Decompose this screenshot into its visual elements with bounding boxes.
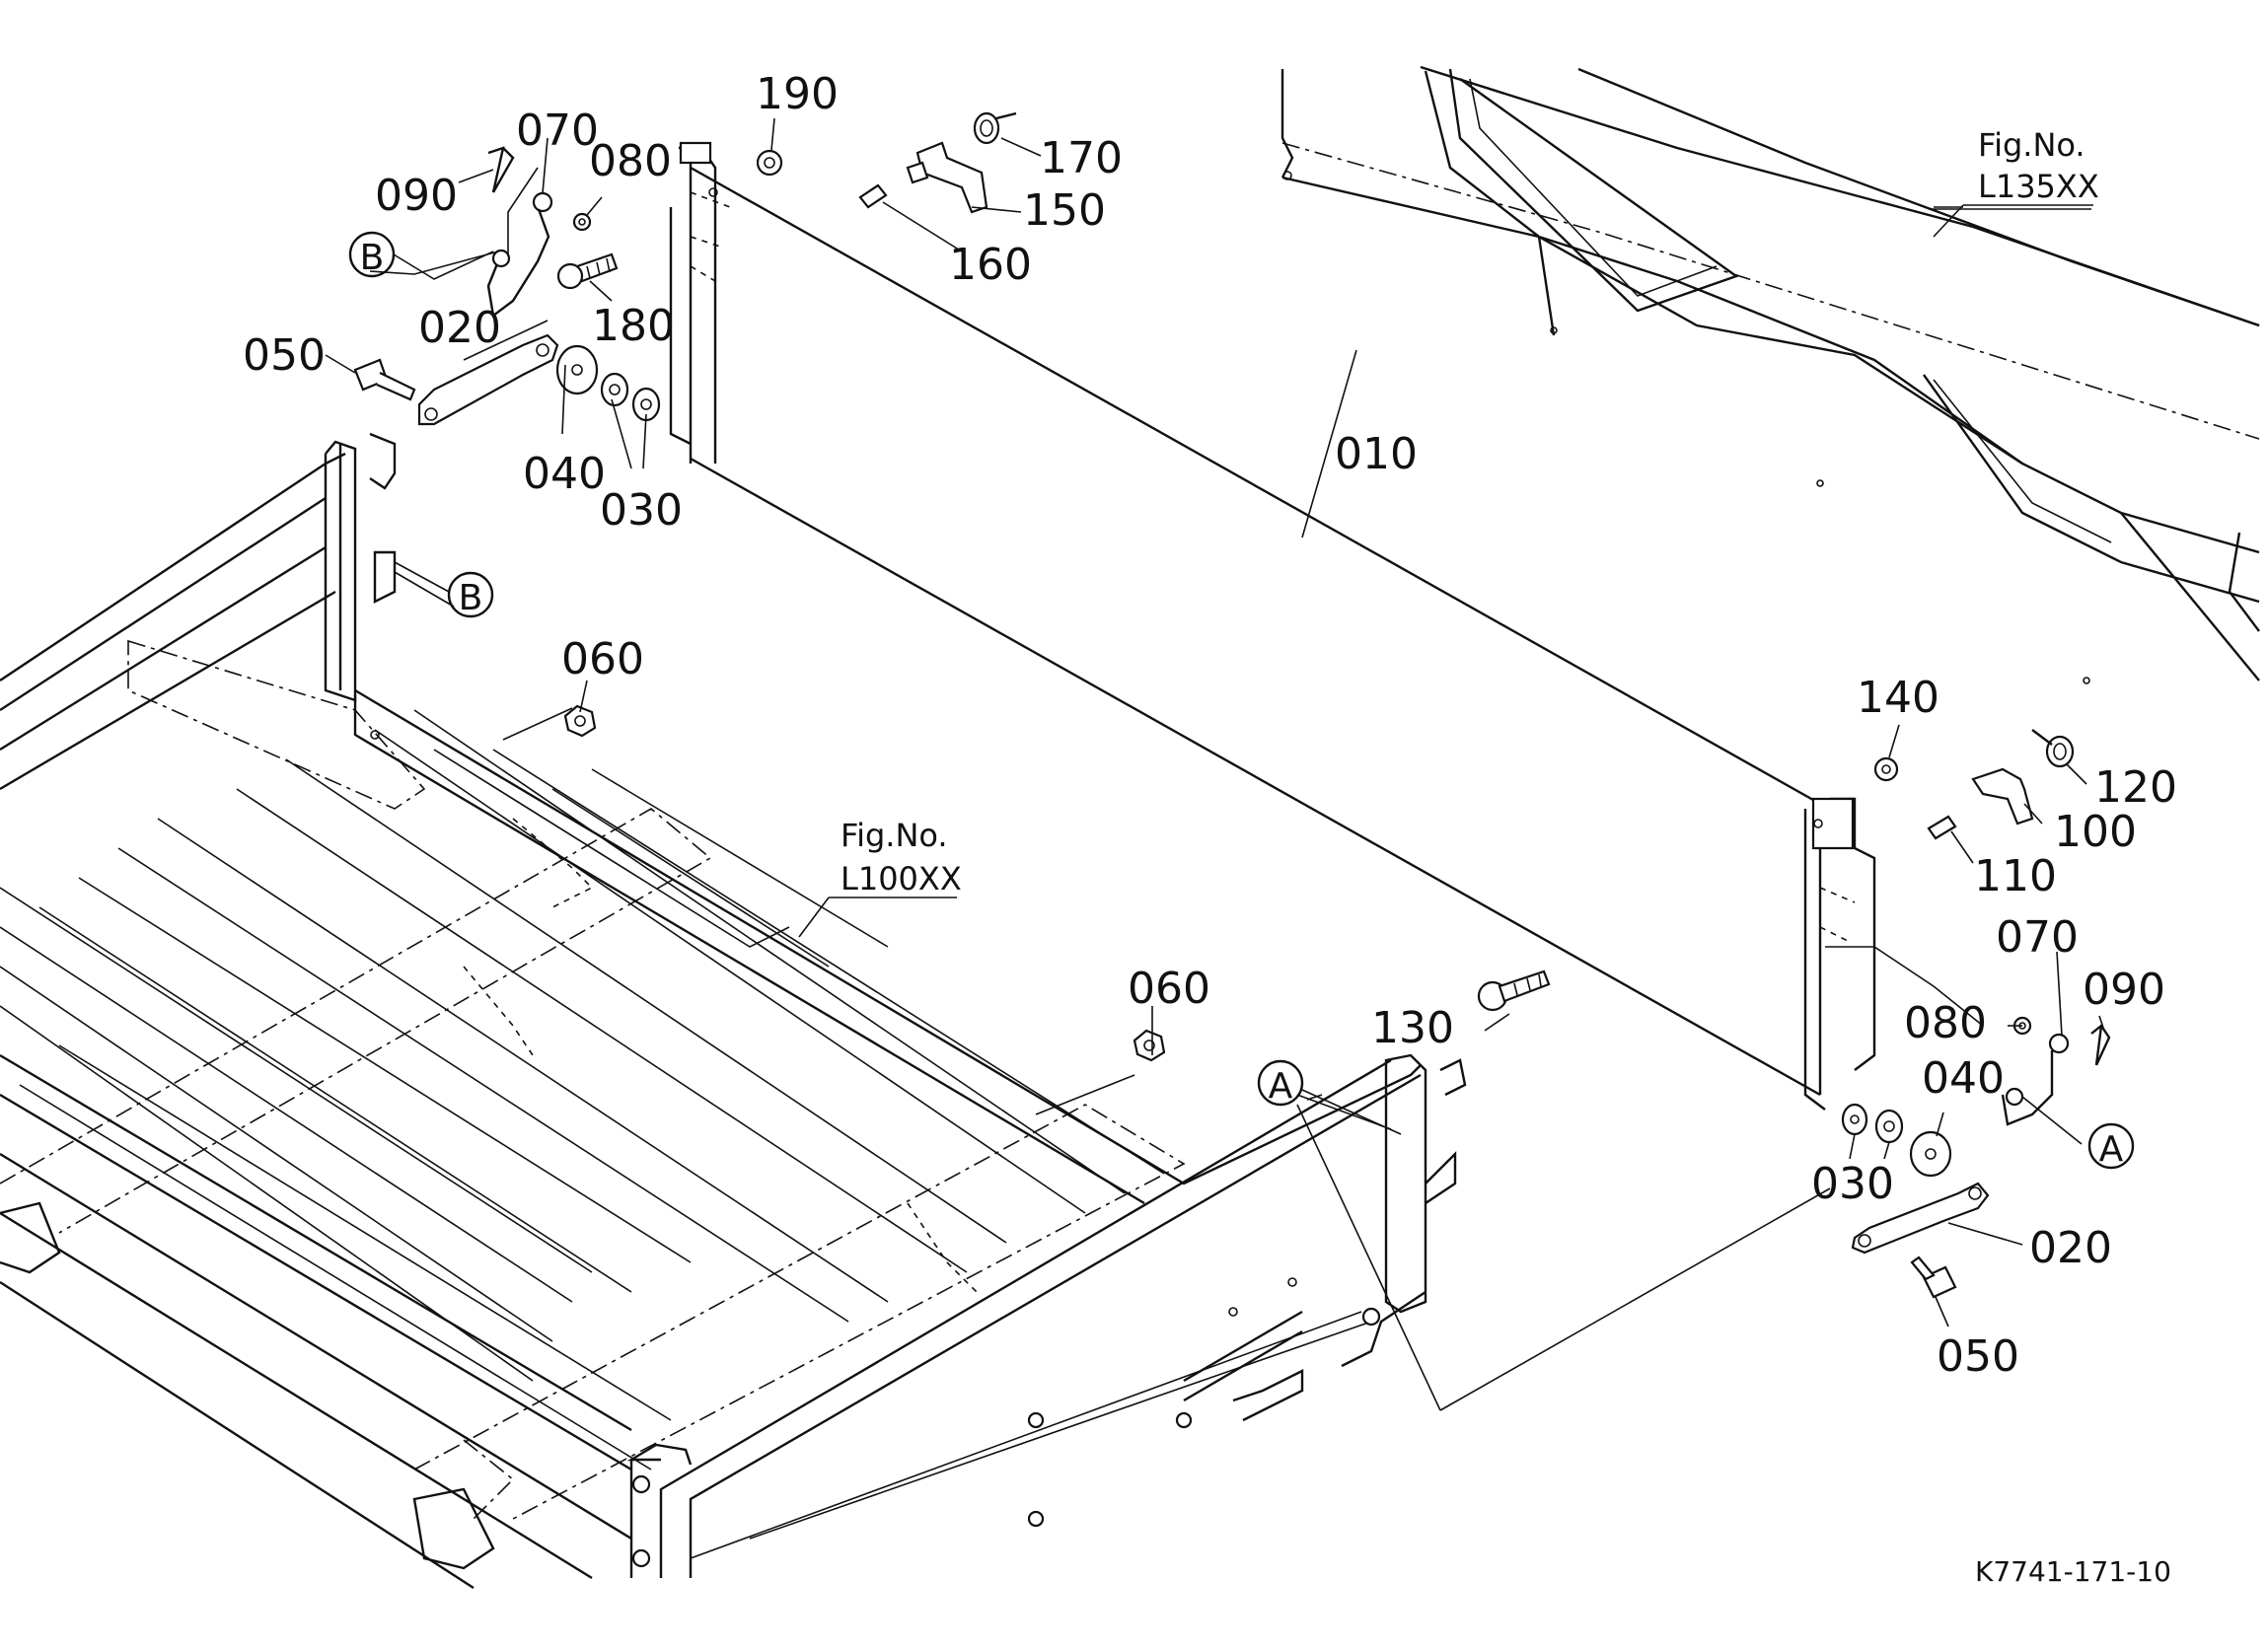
callout-170: 170 xyxy=(1040,133,1123,183)
svg-text:A: A xyxy=(2099,1129,2124,1170)
hardware-left xyxy=(353,111,1166,1062)
svg-text:Fig.No.: Fig.No. xyxy=(841,817,948,854)
svg-text:L100XX: L100XX xyxy=(841,860,962,897)
callout-080: 080 xyxy=(1904,998,1987,1048)
callout-030: 030 xyxy=(600,485,683,536)
svg-text:B: B xyxy=(459,578,483,618)
circled-ref-a-mid: A xyxy=(1257,1059,1402,1135)
callout-110: 110 xyxy=(1974,851,2057,901)
drawing-number: K7741-171-10 xyxy=(1975,1555,2171,1588)
tailgate-panel xyxy=(669,141,1876,1111)
hardware-right xyxy=(1477,729,2111,1299)
svg-text:A: A xyxy=(1269,1066,1293,1107)
callout-040: 040 xyxy=(523,449,606,499)
svg-text:L135XX: L135XX xyxy=(1978,168,2099,205)
fig-ref-mid: Fig.No. L100XX xyxy=(798,817,962,938)
circled-ref-b-top: B xyxy=(348,231,494,280)
cargo-bed xyxy=(0,432,1467,1590)
callout-100: 100 xyxy=(2054,807,2137,857)
svg-text:B: B xyxy=(360,238,385,278)
callout-140: 140 xyxy=(1857,673,1939,723)
callout-050: 050 xyxy=(243,330,326,381)
callout-160: 160 xyxy=(949,240,1032,290)
cab-rear-panel xyxy=(1280,65,2260,684)
callout-080: 080 xyxy=(589,136,672,186)
callout-040: 040 xyxy=(1922,1053,2005,1104)
circled-ref-b-mid: B xyxy=(394,561,494,618)
callout-190: 190 xyxy=(756,69,839,119)
callout-150: 150 xyxy=(1023,185,1106,236)
fig-ref-top: Fig.No. L135XX xyxy=(1933,126,2099,238)
callout-030: 030 xyxy=(1811,1159,1894,1209)
callout-090: 090 xyxy=(2083,965,2165,1015)
callout-020: 020 xyxy=(2029,1223,2112,1273)
callouts: 010 020 020 030 030 040 040 050 050 060 … xyxy=(243,69,2177,1382)
callout-010: 010 xyxy=(1335,429,1418,479)
callout-070: 070 xyxy=(1996,912,2079,963)
circled-ref-a-right: A xyxy=(2087,1122,2135,1170)
callout-020: 020 xyxy=(418,303,501,353)
svg-text:Fig.No.: Fig.No. xyxy=(1978,126,2085,164)
callout-120: 120 xyxy=(2094,762,2177,813)
callout-050: 050 xyxy=(1937,1331,2019,1382)
callout-090: 090 xyxy=(375,171,458,221)
callout-180: 180 xyxy=(592,301,675,351)
callout-070: 070 xyxy=(516,106,599,156)
callout-060: 060 xyxy=(1128,964,1210,1014)
callout-130: 130 xyxy=(1371,1003,1454,1053)
callout-060: 060 xyxy=(561,634,644,684)
